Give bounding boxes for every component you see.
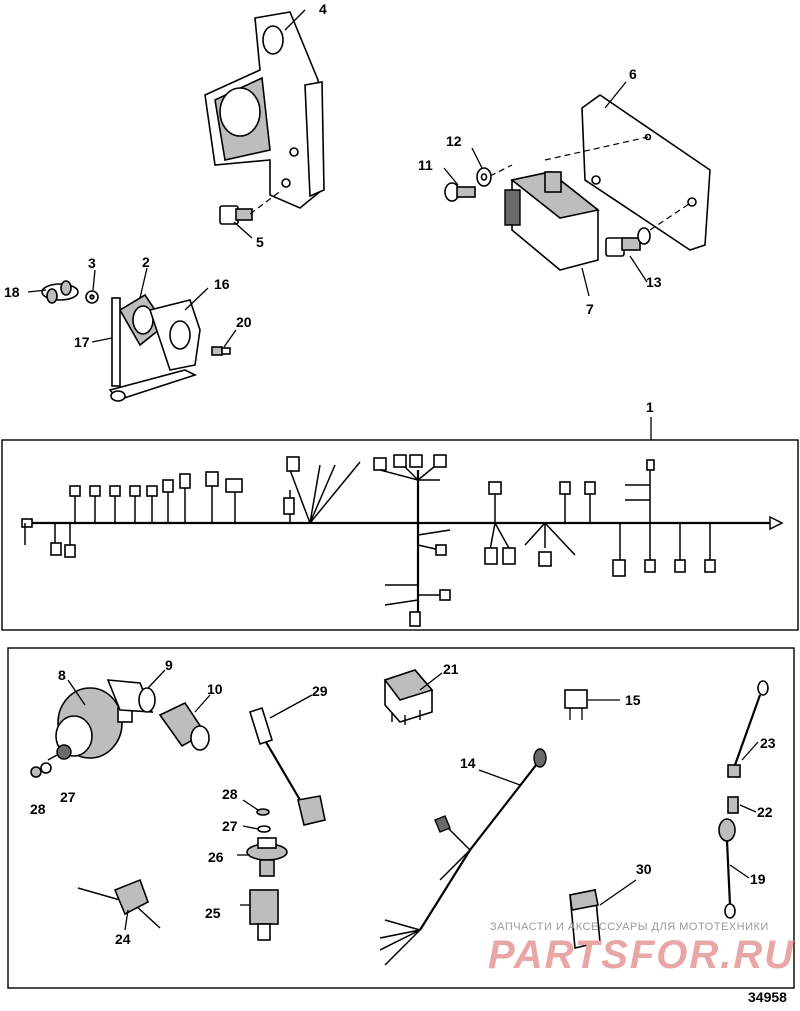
sender-part-8 <box>47 687 133 761</box>
lead-part-19 <box>718 818 736 919</box>
callout-11: 11 <box>418 157 433 173</box>
callout-22: 22 <box>757 804 773 820</box>
components-frame <box>7 647 795 989</box>
key-part-18 <box>41 280 79 304</box>
sensor-part-10 <box>158 701 210 751</box>
callout-27a: 27 <box>60 789 76 805</box>
callout-4: 4 <box>319 1 327 17</box>
callout-30: 30 <box>636 861 652 877</box>
rod-part-17 <box>111 297 121 387</box>
callout-15: 15 <box>625 692 641 708</box>
leader-dash-module-bolt <box>649 201 693 231</box>
callout-26: 26 <box>208 849 224 865</box>
callout-7: 7 <box>586 301 594 317</box>
relay-part-21 <box>383 669 434 725</box>
switch-part-26 <box>246 837 288 877</box>
callout-20: 20 <box>236 314 252 330</box>
callout-8: 8 <box>58 667 66 683</box>
washer-part-12 <box>476 167 492 187</box>
connector-part-30 <box>569 889 601 949</box>
callout-25: 25 <box>205 905 221 921</box>
callout-17: 17 <box>74 334 90 350</box>
callout-23: 23 <box>760 735 776 751</box>
watermark-logo: PARTSFOR.RU <box>488 933 795 977</box>
engine-harness-part-1 <box>21 454 784 627</box>
callout-27b: 27 <box>222 818 238 834</box>
callout-21: 21 <box>443 661 459 677</box>
callout-28b: 28 <box>222 786 238 802</box>
callout-labels: 1 2 3 4 5 6 7 8 9 10 11 12 13 14 15 16 1… <box>4 1 776 947</box>
callout-3: 3 <box>88 255 96 271</box>
nut-part-3 <box>85 290 99 304</box>
bracket-part-4 <box>204 11 325 209</box>
harness-frame <box>1 439 799 631</box>
leader-lines <box>27 9 759 931</box>
bolt-part-13 <box>605 227 651 257</box>
lead-part-23 <box>727 680 769 778</box>
screw-part-11 <box>444 182 476 202</box>
plate-part-6 <box>581 94 711 251</box>
callout-5: 5 <box>256 234 264 250</box>
screw-part-20 <box>211 346 231 356</box>
terminal-part-22 <box>727 796 739 814</box>
callout-2: 2 <box>142 254 150 270</box>
callout-12: 12 <box>446 133 462 149</box>
watermark-caption: ЗАПЧАСТИ И АКСЕССУАРЫ ДЛЯ МОТОТЕХНИКИ <box>490 921 769 933</box>
callout-9: 9 <box>165 657 173 673</box>
callout-16: 16 <box>214 276 230 292</box>
sensor-part-29 <box>249 706 326 826</box>
adapter-part-9 <box>106 679 156 713</box>
callout-13: 13 <box>646 274 662 290</box>
harness-part-14 <box>379 748 547 966</box>
callout-18: 18 <box>4 284 20 300</box>
bracket-part-16 <box>108 299 201 402</box>
callout-14: 14 <box>460 755 476 771</box>
callout-10: 10 <box>207 681 223 697</box>
callout-29: 29 <box>312 683 328 699</box>
nut-part-28a <box>30 766 42 778</box>
callout-6: 6 <box>629 66 637 82</box>
callout-19: 19 <box>750 871 766 887</box>
washer-part-27b <box>257 825 271 833</box>
module-part-7 <box>504 171 600 271</box>
fuse-part-15 <box>564 689 588 720</box>
figure-number: 34958 <box>748 989 787 1005</box>
callout-1: 1 <box>646 399 654 415</box>
washer-part-27a <box>40 762 52 774</box>
callout-24: 24 <box>115 931 131 947</box>
bolt-part-5 <box>219 189 283 225</box>
callout-28a: 28 <box>30 801 46 817</box>
sensor-part-24 <box>77 878 161 929</box>
nut-part-28b <box>256 808 270 816</box>
leader-dash-module-plate <box>544 136 649 161</box>
adapter-part-25 <box>249 889 279 941</box>
leader-dash-module-left <box>489 164 513 177</box>
